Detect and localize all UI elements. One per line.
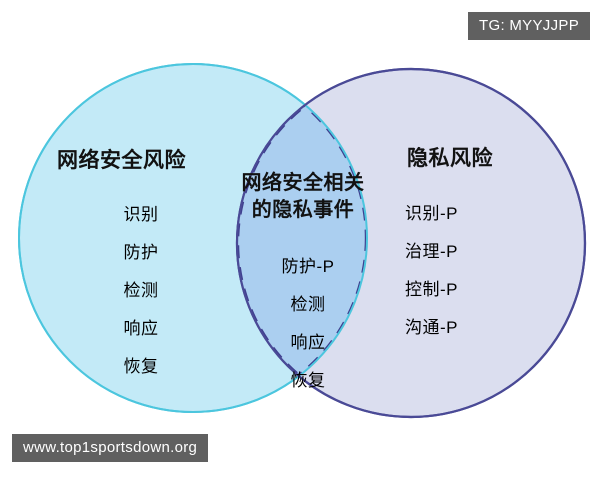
telegram-watermark-badge: TG: MYYJJPP <box>468 12 590 40</box>
list-item: 检测 <box>290 295 326 314</box>
list-item: 响应 <box>123 319 159 338</box>
list-item: 防护 <box>123 243 159 262</box>
list-item: 沟通-P <box>405 318 458 337</box>
list-item: 恢复 <box>290 371 326 390</box>
right-set-title: 隐私风险 <box>407 147 493 170</box>
list-item: 响应 <box>290 333 326 352</box>
list-item: 识别-P <box>405 204 458 223</box>
intersection-title-line-1: 网络安全相关 <box>241 172 365 194</box>
right-set-item-list: 识别-P 治理-P 控制-P 沟通-P <box>405 199 505 351</box>
list-item: 识别 <box>123 205 159 224</box>
intersection-region <box>237 69 367 412</box>
url-watermark-badge: www.top1sportsdown.org <box>12 434 209 462</box>
left-set-rim <box>18 63 368 413</box>
intersection-title-line-2: 的隐私事件 <box>251 199 355 221</box>
list-item: 治理-P <box>405 242 458 261</box>
list-item: 恢复 <box>123 357 159 376</box>
list-item: 检测 <box>123 281 159 300</box>
right-set-rim <box>235 67 587 419</box>
left-set-title: 网络安全风险 <box>57 149 186 172</box>
left-set-item-list: 识别 防护 检测 响应 恢复 <box>110 200 172 390</box>
intersection-item-list: 防护-P 检测 响应 恢复 <box>272 252 344 404</box>
list-item: 防护-P <box>281 257 335 276</box>
intersection-title: 网络安全相关 的隐私事件 <box>228 173 378 227</box>
list-item: 控制-P <box>405 280 458 299</box>
